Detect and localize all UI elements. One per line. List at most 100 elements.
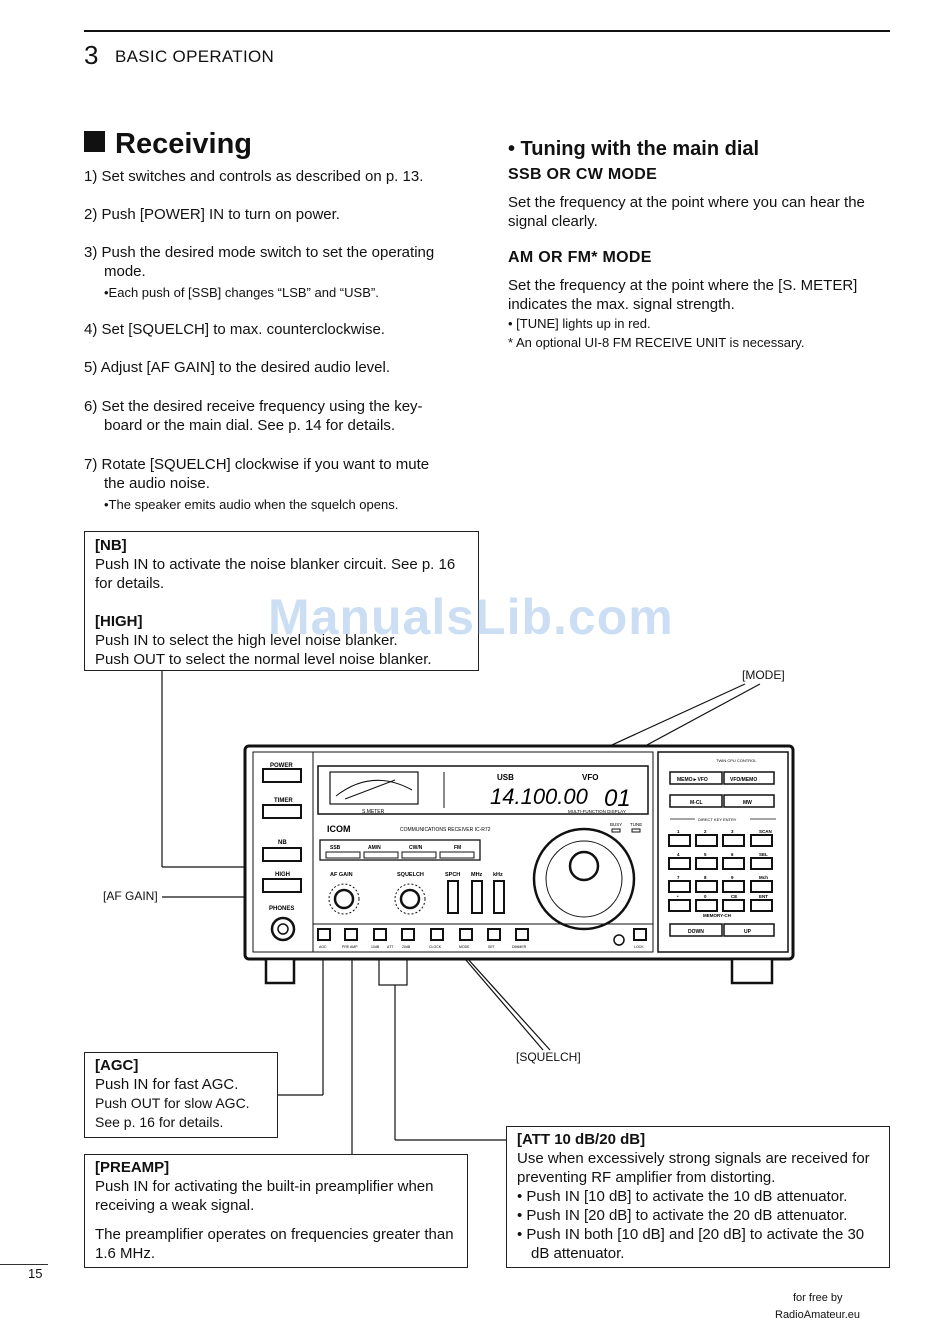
keypad-panel [657,751,789,953]
section-title: Receiving [84,128,252,161]
khz-button[interactable] [493,880,505,914]
mw-button[interactable] [723,794,775,808]
key-label: 5 [704,852,707,857]
mode-key-label: MODE [459,945,470,949]
timer-button[interactable] [262,804,302,819]
af-gain-label: AF GAIN [330,872,353,878]
tune-note: • [TUNE] lights up in red. [508,316,651,331]
mode-display: USB [497,773,514,782]
mode-ssb-button[interactable] [325,851,361,859]
preamp-button[interactable] [344,928,358,941]
frequency-display: 14.100.00 [490,784,589,809]
down-button[interactable] [669,923,723,937]
high-line-2: Push OUT to select the normal level nois… [95,651,432,668]
keypad-key[interactable] [668,857,691,870]
up-button[interactable] [723,923,775,937]
lock-key-label: LOCK [634,945,644,949]
af-gain-knob[interactable] [333,888,355,910]
channel-display: 01 [604,785,631,812]
keypad-key[interactable] [695,899,718,912]
step-4: 4) Set [SQUELCH] to max. counterclockwis… [84,321,385,338]
mode-cwn-button[interactable] [401,851,437,859]
keypad-key[interactable] [722,880,745,893]
keypad-key[interactable] [722,834,745,847]
keypad-key[interactable] [722,857,745,870]
step-5: 5) Adjust [AF GAIN] to the desired audio… [84,359,391,376]
preamp-text: Push IN for activating the built-in prea… [95,1178,434,1214]
clock-button[interactable] [430,928,444,941]
page-number: 15 [28,1266,43,1281]
mcl-label: M-CL [690,800,703,806]
keypad-key[interactable] [668,880,691,893]
agc-button[interactable] [317,928,331,941]
step-3: 3) Push the desired mode switch to set t… [84,244,435,300]
keypad-key[interactable] [695,880,718,893]
busy-lamp [611,828,621,833]
att-10db-button[interactable] [373,928,387,941]
dial-finger-grip [568,850,600,882]
high-button[interactable] [262,878,302,893]
keypad-key[interactable] [750,880,773,893]
tune-label: TUNE [630,822,642,827]
dimmer-button[interactable] [515,928,529,941]
key-label: SEL [759,852,768,857]
mode-cwn-label: CW/N [409,845,423,851]
mhz-label: MHz [471,872,483,878]
left-foot [264,957,296,985]
power-button[interactable] [262,768,302,783]
step-1: 1) Set switches and controls as describe… [84,168,424,185]
memo-vfo-button[interactable] [669,771,723,785]
keypad-key[interactable] [668,899,691,912]
radio-front-panel [252,751,654,953]
memory-ch-label: MEMORY-CH [703,913,731,918]
key-label: 6 [731,852,734,857]
mode-fm-button[interactable] [439,851,475,859]
keypad-key[interactable] [695,834,718,847]
spch-button[interactable] [447,880,459,914]
keypad-key[interactable] [722,899,745,912]
power-label: POWER [270,763,293,769]
agc-line-2: Push OUT for slow AGC. [95,1095,250,1111]
down-label: DOWN [688,929,704,935]
set-key-label: SET [488,945,496,949]
keypad-key[interactable] [750,834,773,847]
chapter-title: BASIC OPERATION [115,47,275,66]
mcl-button[interactable] [669,794,723,808]
vfo-memo-button[interactable] [723,771,775,785]
att-box: [ATT 10 dB/20 dB] Use when excessively s… [506,1126,890,1268]
key-label: 3 [731,829,734,834]
preamp-box: [PREAMP] Push IN for activating the buil… [84,1154,468,1268]
mode-amn-label: AM/N [368,845,381,851]
att-20db-button[interactable] [401,928,415,941]
keypad-key[interactable] [668,834,691,847]
mode-callout: [MODE] [742,668,785,682]
af-gain-callout: [AF GAIN] [103,889,158,903]
keypad-key[interactable] [750,899,773,912]
up-label: UP [744,929,752,935]
lock-button[interactable] [633,928,647,941]
keypad-key[interactable] [695,857,718,870]
key-label: • [677,894,679,899]
meter-needle-icon [344,779,396,800]
lock-indicator [613,934,625,946]
tune-lamp [631,828,641,833]
nb-text: Push IN to activate the noise blanker ci… [95,556,456,592]
keypad-key[interactable] [750,857,773,870]
mhz-button[interactable] [471,880,483,914]
mode-amn-button[interactable] [363,851,399,859]
preamp-text-2: The preamplifier operates on frequencies… [95,1226,454,1262]
att20-key-label: 20dB [402,945,411,949]
agc-line-1: Push IN for fast AGC. [95,1076,239,1093]
nb-button[interactable] [262,847,302,862]
squelch-label: SQUELCH [397,872,424,878]
smeter-label: S.METER [362,809,385,815]
mode-set-button[interactable] [459,928,473,941]
set-button[interactable] [487,928,501,941]
squelch-knob[interactable] [399,888,421,910]
preamp-title: [PREAMP] [95,1159,170,1176]
step-2: 2) Push [POWER] IN to turn on power. [84,206,340,223]
high-line-1: Push IN to select the high level noise b… [95,632,398,649]
key-label: ENT [759,894,768,899]
vfo-memo-label: VFO/MEMO [730,777,757,783]
